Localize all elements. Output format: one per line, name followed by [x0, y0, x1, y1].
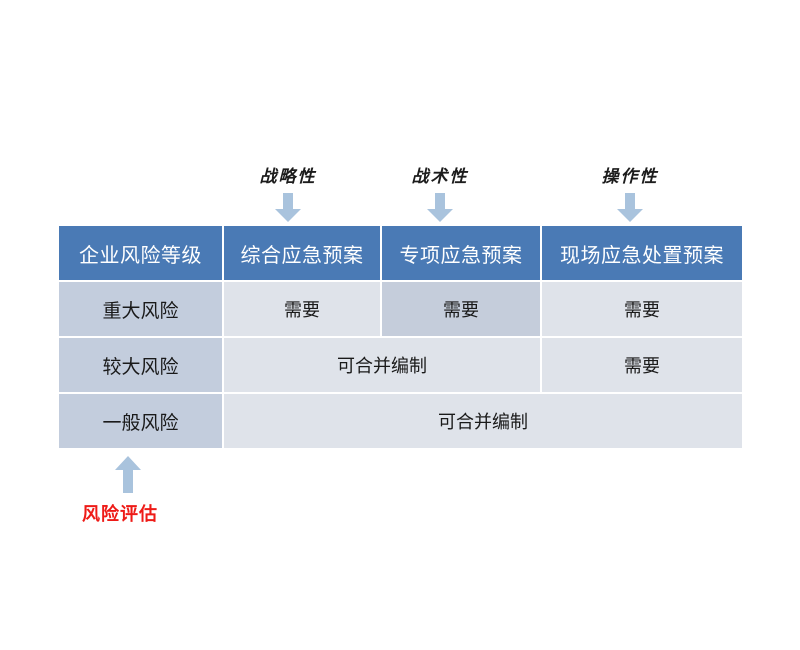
row-label-large-risk: 较大风险 [59, 338, 222, 392]
cell-general-merged: 可合并编制 [224, 394, 742, 448]
annotation-label-operational: 操作性 [601, 167, 659, 187]
annotation-label-risk-assessment: 风险评估 [82, 504, 158, 525]
arrow-up-icon-risk-assessment [113, 456, 143, 494]
row-label-general-risk: 一般风险 [59, 394, 222, 448]
arrow-down-icon-strategic [273, 193, 303, 223]
risk-plan-table: 企业风险等级 综合应急预案 专项应急预案 现场应急处置预案 重大风险 需要 需要… [57, 224, 744, 450]
cell-major-comprehensive: 需要 [224, 282, 380, 336]
table-row: 一般风险 可合并编制 [59, 394, 742, 448]
cell-large-onsite: 需要 [542, 338, 742, 392]
header-cell-onsite-plan: 现场应急处置预案 [542, 226, 742, 280]
header-cell-comprehensive-plan: 综合应急预案 [224, 226, 380, 280]
arrow-down-icon-tactical [425, 193, 455, 223]
table-row: 重大风险 需要 需要 需要 [59, 282, 742, 336]
table-row: 较大风险 可合并编制 需要 [59, 338, 742, 392]
annotation-label-strategic: 战略性 [259, 167, 317, 187]
cell-major-special: 需要 [382, 282, 540, 336]
annotation-label-tactical: 战术性 [411, 167, 469, 187]
arrow-down-icon-operational [615, 193, 645, 223]
header-cell-special-plan: 专项应急预案 [382, 226, 540, 280]
header-cell-risk-level: 企业风险等级 [59, 226, 222, 280]
row-label-major-risk: 重大风险 [59, 282, 222, 336]
table-header-row: 企业风险等级 综合应急预案 专项应急预案 现场应急处置预案 [59, 226, 742, 280]
cell-major-onsite: 需要 [542, 282, 742, 336]
cell-large-merged: 可合并编制 [224, 338, 540, 392]
